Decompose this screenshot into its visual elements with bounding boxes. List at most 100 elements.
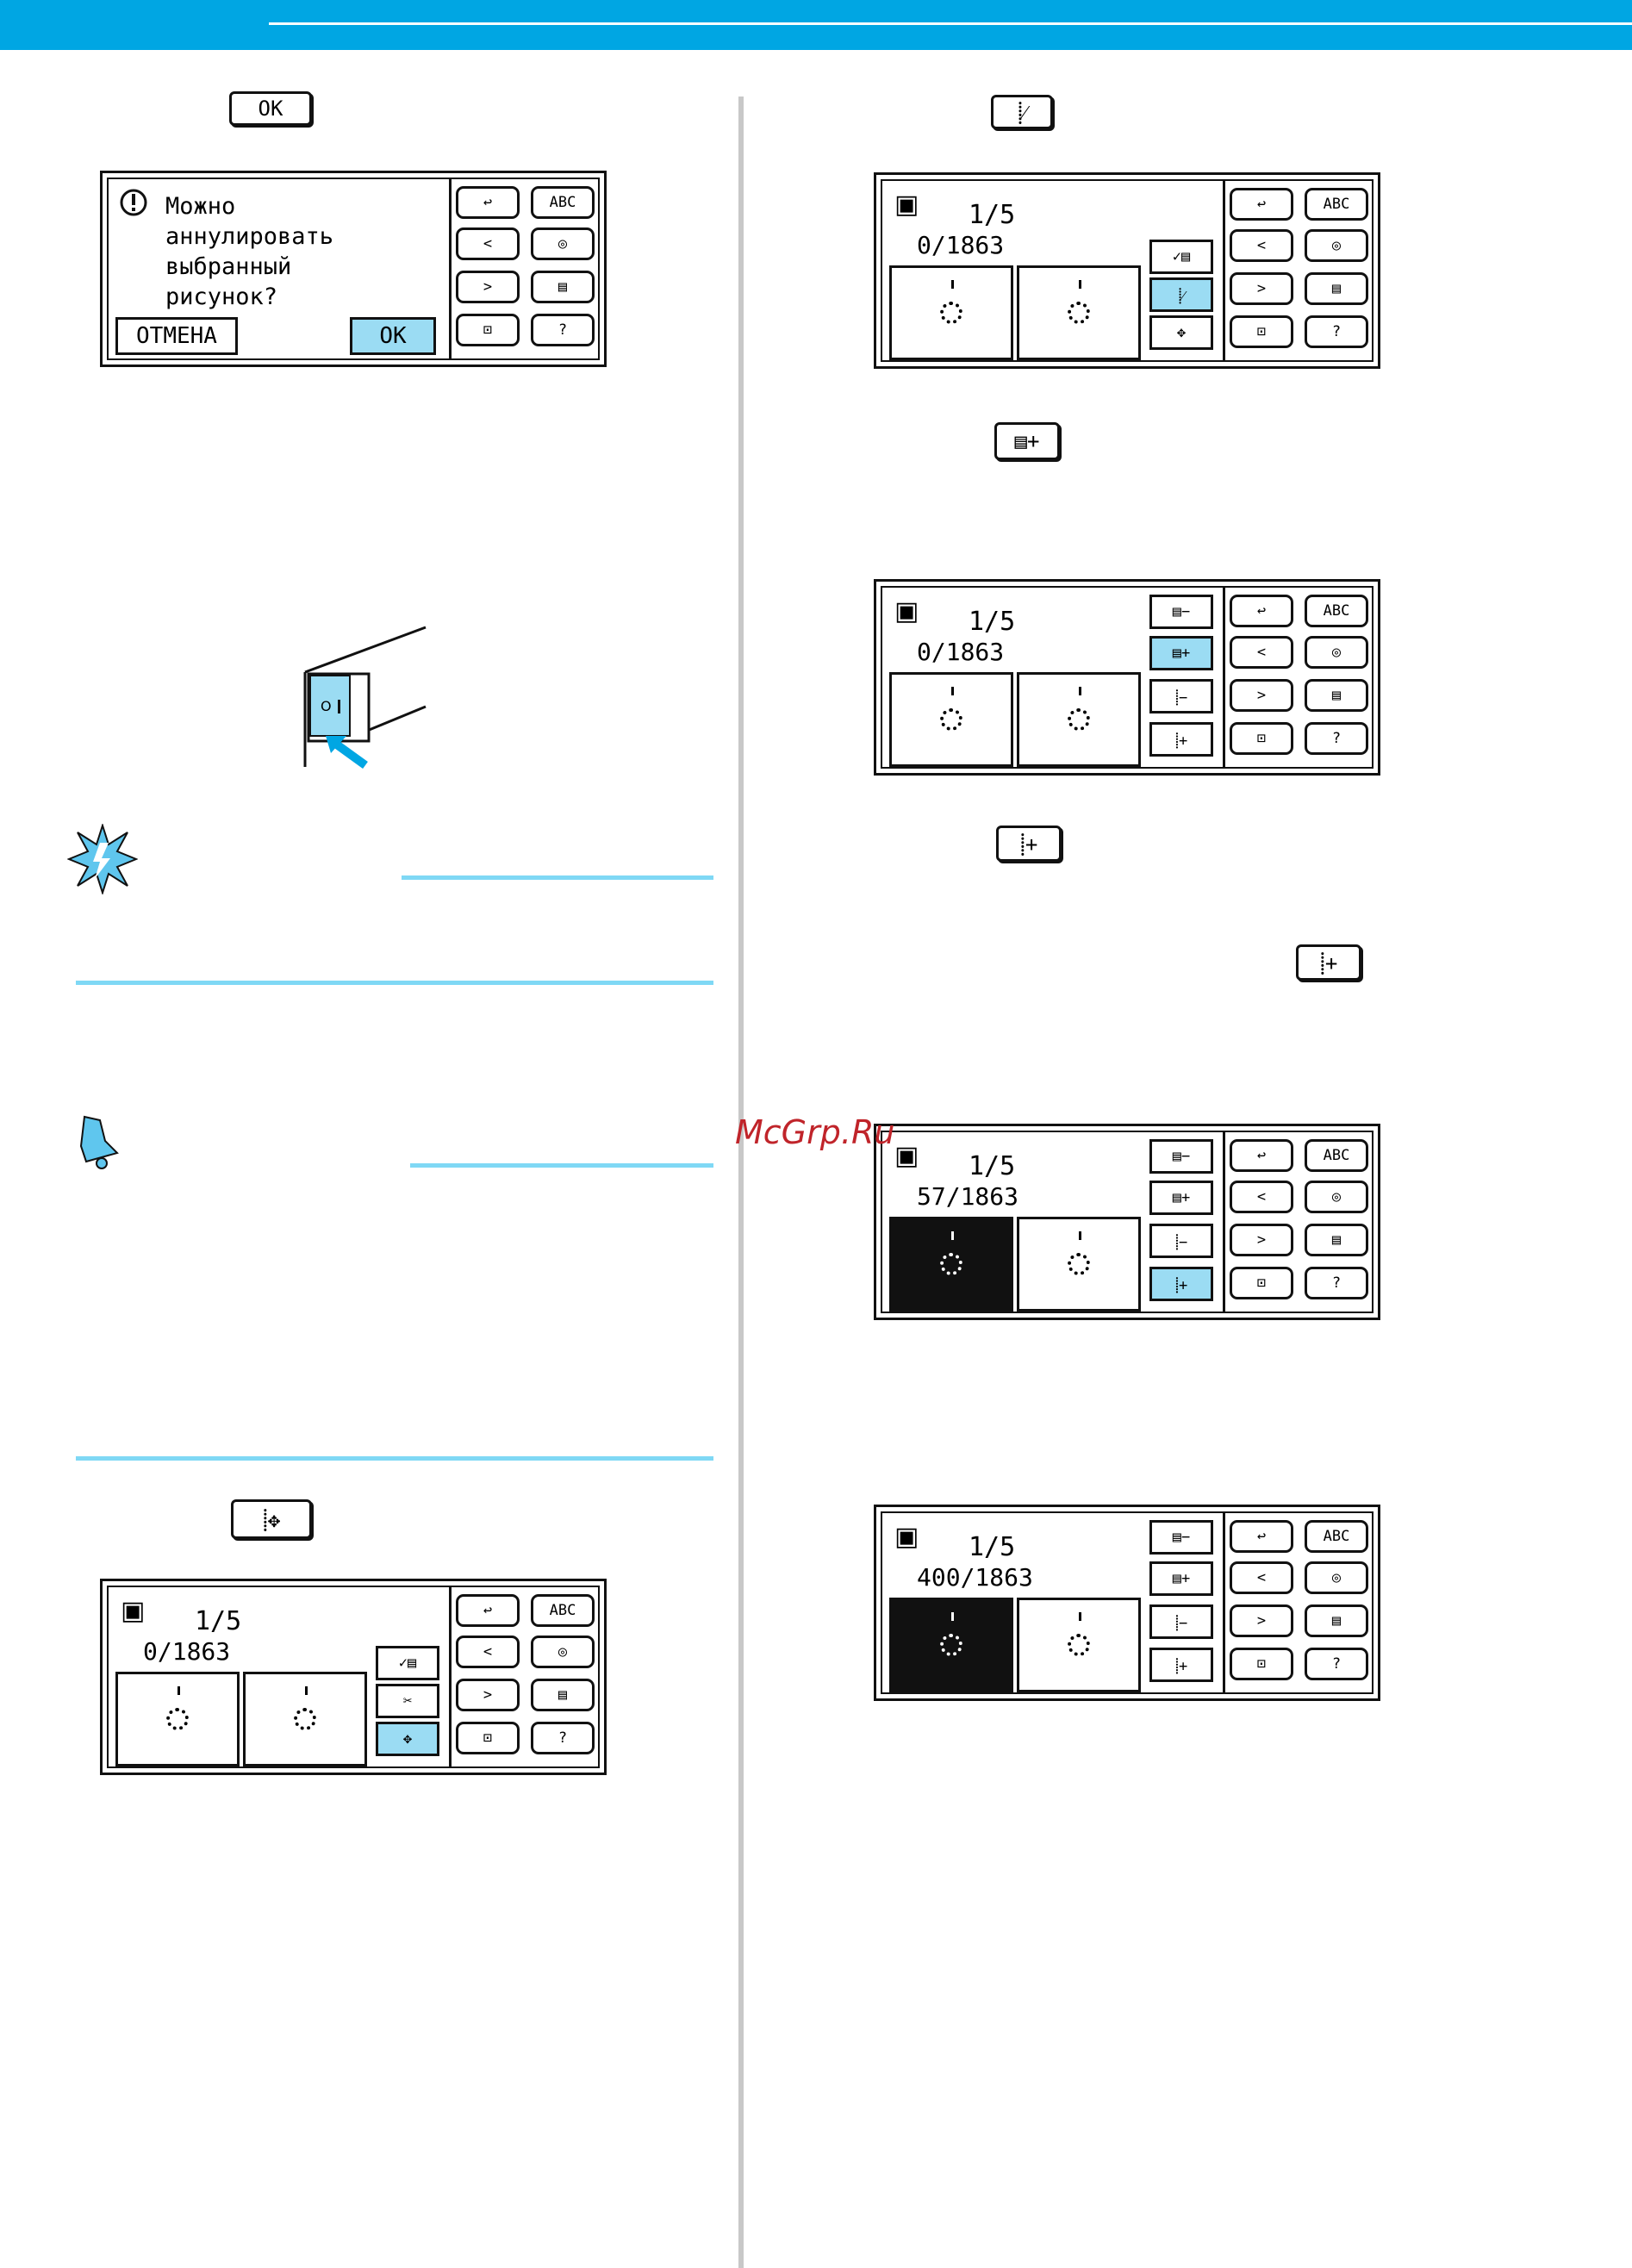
header-line <box>269 22 1632 25</box>
file-button[interactable]: ▤ <box>1305 272 1368 305</box>
embroidery-button[interactable]: ◎ <box>1305 1181 1368 1213</box>
next-button[interactable]: > <box>1230 1604 1293 1637</box>
letters-button[interactable]: ABC <box>531 1594 595 1627</box>
move-button[interactable]: ✥ <box>376 1722 439 1756</box>
ok-button[interactable]: OK <box>350 317 436 355</box>
embroidery-icon: ◎ <box>1331 236 1342 254</box>
hoop-button[interactable]: ⊡ <box>456 1722 520 1754</box>
back-button[interactable]: ↩ <box>456 1594 520 1627</box>
next-button[interactable]: > <box>1230 679 1293 712</box>
help-button[interactable]: ? <box>531 314 595 346</box>
preview-next <box>1017 265 1141 360</box>
embroidery-icon: ◎ <box>1331 1568 1342 1586</box>
back-icon: ↩ <box>1256 601 1267 620</box>
embroidery-button[interactable]: ◎ <box>1305 1561 1368 1594</box>
embroidery-button[interactable]: ◎ <box>531 1636 595 1668</box>
prev-button[interactable]: < <box>456 1636 520 1668</box>
hoop-button[interactable]: ⊡ <box>1230 1648 1293 1680</box>
file-button[interactable]: ▤ <box>1305 1604 1368 1637</box>
stitch-trim-button[interactable]: ✂ <box>376 1684 439 1718</box>
preview-current <box>889 1598 1013 1692</box>
help-button[interactable]: ? <box>1305 1648 1368 1680</box>
plus-icon: ▤+ <box>1172 1189 1191 1206</box>
stitch-minus-button[interactable]: ⸽− <box>1149 679 1213 713</box>
color-plus-button[interactable]: ▤+ <box>1149 1181 1213 1215</box>
file-button[interactable]: ▤ <box>531 271 595 303</box>
color-plus-button[interactable]: ▤+ <box>1149 636 1213 670</box>
hoop-status-icon: ▣ <box>894 1141 919 1171</box>
stitch-minus-button[interactable]: ⸽− <box>1149 1224 1213 1258</box>
hoop-status-icon: ▣ <box>121 1596 146 1626</box>
letters-icon: ABC <box>1323 195 1350 213</box>
color-plus-button[interactable]: ▤+ <box>1149 1561 1213 1596</box>
color-minus-button[interactable]: ▤− <box>1149 1520 1213 1555</box>
embroidery-button[interactable]: ◎ <box>1305 229 1368 262</box>
move-icon: ✥ <box>1176 324 1187 341</box>
preview-next <box>1017 1598 1141 1692</box>
bell-rule-bottom <box>76 1456 713 1461</box>
help-button[interactable]: ? <box>1305 722 1368 755</box>
minus-icon: ▤− <box>1172 1529 1191 1546</box>
embroidery-button[interactable]: ◎ <box>531 227 595 260</box>
stitch-minus-button[interactable]: ⸽− <box>1149 1604 1213 1639</box>
help-button[interactable]: ? <box>1305 1267 1368 1299</box>
warning-icon <box>120 189 147 216</box>
next-button[interactable]: > <box>1230 1224 1293 1256</box>
frame-counter: 1/5 <box>195 1606 242 1636</box>
back-button[interactable]: ↩ <box>456 186 520 219</box>
ok-key-label: OK <box>258 97 283 121</box>
help-icon: ? <box>1331 729 1342 747</box>
help-button[interactable]: ? <box>531 1722 595 1754</box>
help-button[interactable]: ? <box>1305 315 1368 348</box>
prev-button[interactable]: < <box>1230 229 1293 262</box>
back-button[interactable]: ↩ <box>1230 188 1293 221</box>
cancel-button[interactable]: ОТМЕНА <box>115 317 238 355</box>
plus-icon: ▤+ <box>1014 429 1040 453</box>
embroidery-screen-3: ▣ 1/5 0/1863 ▤− ▤+ ⸽− ⸽+ ↩ ABC < ◎ > ▤ ⊡… <box>874 579 1380 776</box>
stitch-plus-button[interactable]: ⸽+ <box>1149 722 1213 757</box>
back-button[interactable]: ↩ <box>1230 595 1293 627</box>
prev-button[interactable]: < <box>1230 636 1293 669</box>
prev-button[interactable]: < <box>1230 1181 1293 1213</box>
move-button[interactable]: ✥ <box>1149 315 1213 350</box>
frame-counter: 1/5 <box>969 200 1016 230</box>
hoop-button[interactable]: ⊡ <box>1230 315 1293 348</box>
color-minus-button[interactable]: ▤− <box>1149 1139 1213 1174</box>
next-button[interactable]: > <box>1230 272 1293 305</box>
embroidery-button[interactable]: ◎ <box>1305 636 1368 669</box>
hoop-status-icon: ▣ <box>894 190 919 220</box>
next-button[interactable]: > <box>456 1679 520 1711</box>
stitch-plus-button[interactable]: ⸽+ <box>1149 1267 1213 1301</box>
tip-icon <box>67 824 138 894</box>
next-button[interactable]: > <box>456 271 520 303</box>
back-button[interactable]: ↩ <box>1230 1520 1293 1553</box>
hoop-button[interactable]: ⊡ <box>456 314 520 346</box>
hoop-button[interactable]: ⊡ <box>1230 722 1293 755</box>
embroidery-screen-1: ▣ 1/5 0/1863 ✓▤ ✂ ✥ ↩ ABC < ◎ > ▤ ⊡ ? <box>100 1579 607 1775</box>
prev-button[interactable]: < <box>1230 1561 1293 1594</box>
back-button[interactable]: ↩ <box>1230 1139 1293 1172</box>
letters-button[interactable]: ABC <box>531 186 595 219</box>
thread-check-button[interactable]: ✓▤ <box>1149 240 1213 274</box>
letters-button[interactable]: ABC <box>1305 1139 1368 1172</box>
needle-start-button[interactable]: ⸽⁄ <box>1149 277 1213 312</box>
file-button[interactable]: ▤ <box>1305 1224 1368 1256</box>
prev-button[interactable]: < <box>456 227 520 260</box>
svg-text:O: O <box>321 698 332 714</box>
letters-button[interactable]: ABC <box>1305 188 1368 221</box>
embroidery-icon: ◎ <box>1331 643 1342 661</box>
letters-icon: ABC <box>549 193 576 211</box>
file-button[interactable]: ▤ <box>1305 679 1368 712</box>
stitch-plus-key-icon-2: ⸽+ <box>1296 944 1361 981</box>
file-button[interactable]: ▤ <box>531 1679 595 1711</box>
stitch-plus-button[interactable]: ⸽+ <box>1149 1648 1213 1682</box>
thread-check-button[interactable]: ✓▤ <box>376 1646 439 1680</box>
letters-button[interactable]: ABC <box>1305 595 1368 627</box>
hoop-button[interactable]: ⊡ <box>1230 1267 1293 1299</box>
letters-button[interactable]: ABC <box>1305 1520 1368 1553</box>
message-line: рисунок? <box>165 284 278 310</box>
hoop-icon: ⊡ <box>1256 322 1267 340</box>
watermark: McGrp.Ru <box>735 1113 895 1151</box>
embroidery-screen-5: ▣ 1/5 400/1863 ▤− ▤+ ⸽− ⸽+ ↩ ABC < ◎ > ▤… <box>874 1505 1380 1701</box>
color-minus-button[interactable]: ▤− <box>1149 595 1213 629</box>
